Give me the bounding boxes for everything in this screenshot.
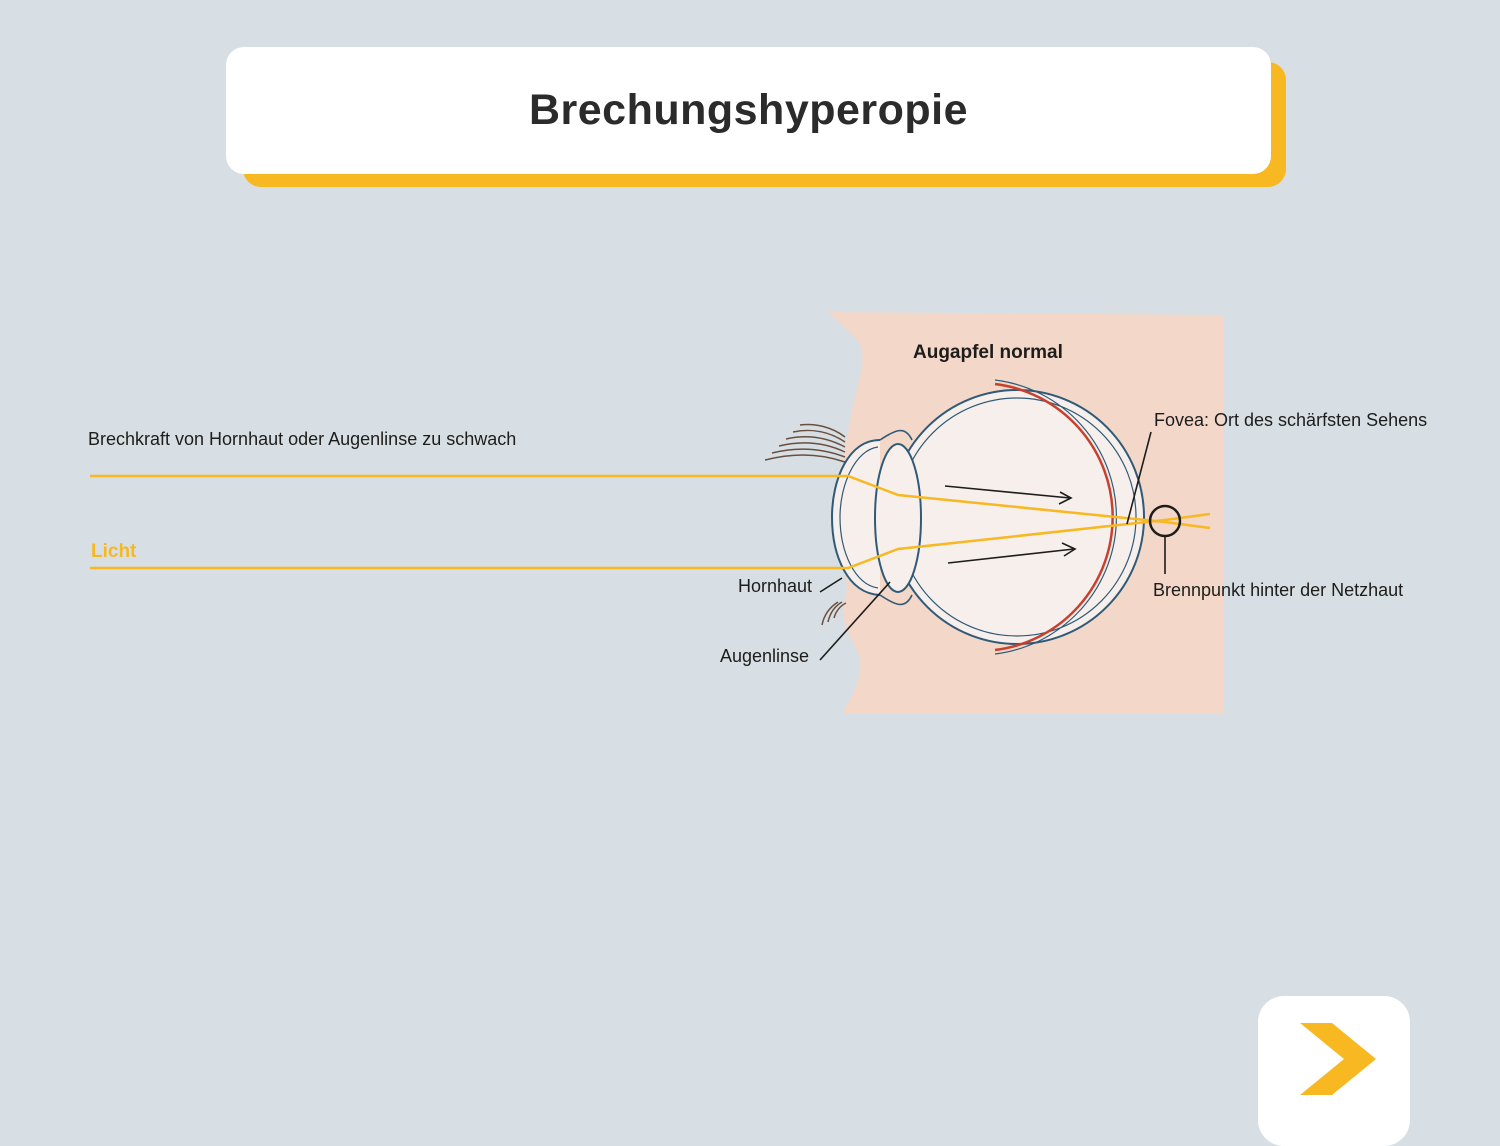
arrow-lower [947, 548, 1075, 564]
cornea-label: Hornhaut [738, 576, 813, 596]
focal-point-label: Brennpunkt hinter der Netzhaut [1153, 580, 1404, 600]
chevron-right-icon [1300, 1023, 1376, 1095]
iris-lower [879, 594, 913, 606]
lens [874, 443, 922, 593]
page-title: Brechungshyperopie [528, 86, 969, 134]
refraction-label: Brechkraft von Hornhaut oder Augenlinse … [88, 429, 517, 449]
light-label: Licht [91, 541, 137, 562]
lower-eyelashes [821, 601, 847, 626]
fovea-leader [1126, 431, 1152, 525]
upper-eyelashes [764, 423, 846, 463]
fovea-label: Fovea: Ort des schärfsten Sehens [1154, 410, 1428, 430]
next-button[interactable] [1258, 996, 1410, 1146]
lens-leader [819, 581, 891, 661]
cornea-inner [839, 446, 879, 589]
cornea-leader [819, 577, 843, 593]
title-card: Brechungshyperopie [226, 47, 1271, 174]
eyeball-label: Augapfel normal [913, 342, 1063, 363]
iris-upper [879, 429, 913, 441]
direction-arrows [944, 485, 1077, 564]
focal-point-marker [1148, 504, 1182, 538]
arrow-upper [944, 485, 1071, 499]
cornea [830, 439, 881, 596]
lens-label: Augenlinse [720, 646, 810, 666]
